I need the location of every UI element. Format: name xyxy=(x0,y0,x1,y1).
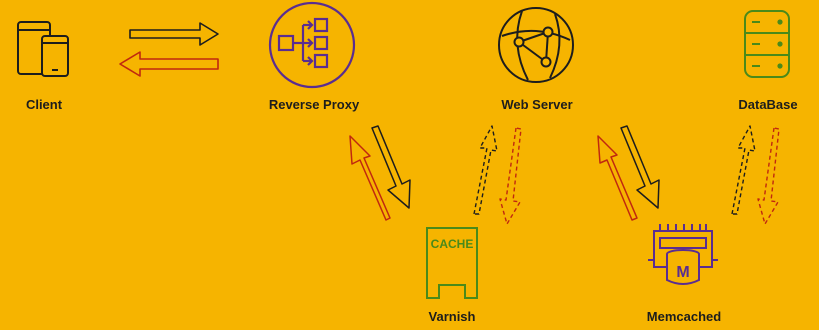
memcached-to-database-arrow xyxy=(731,125,756,215)
client-label: Client xyxy=(25,97,63,112)
memcached-to-webserver-arrow xyxy=(597,135,638,221)
load-balancer-icon xyxy=(268,1,356,89)
memcached-label: Memcached xyxy=(646,309,722,324)
database-label: DataBase xyxy=(738,97,798,112)
varnish-to-webserver-arrow xyxy=(473,125,498,215)
globe-network-icon xyxy=(498,7,574,83)
client-to-proxy-arrow xyxy=(129,22,219,46)
database-to-memcached-arrow xyxy=(757,127,780,225)
proxy-to-varnish-arrow xyxy=(371,125,411,209)
memory-chip-icon: M xyxy=(648,224,718,285)
reverse-proxy-label: Reverse Proxy xyxy=(268,97,360,112)
web-server-label: Web Server xyxy=(501,97,573,112)
devices-icon xyxy=(17,21,69,77)
memory-chip-icon-text: M xyxy=(676,264,689,281)
webserver-to-varnish-arrow xyxy=(499,127,522,225)
database-icon xyxy=(744,10,790,78)
cache-icon: CACHE xyxy=(426,227,478,299)
varnish-to-proxy-arrow xyxy=(349,135,391,221)
cache-icon-text: CACHE xyxy=(431,237,474,251)
webserver-to-memcached-arrow xyxy=(620,125,660,209)
varnish-label: Varnish xyxy=(428,309,476,324)
proxy-to-client-arrow xyxy=(119,51,219,77)
